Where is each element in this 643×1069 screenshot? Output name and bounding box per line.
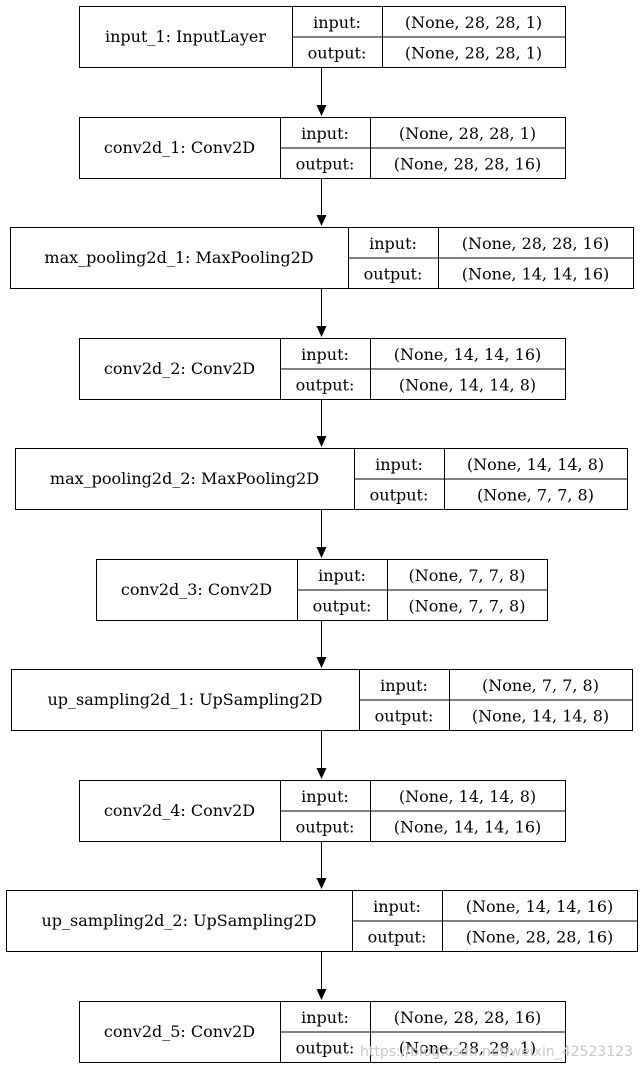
output-label: output: xyxy=(368,927,427,946)
input-label: input: xyxy=(380,676,428,695)
output-label: output: xyxy=(313,596,372,615)
layer-name: conv2d_4: Conv2D xyxy=(104,801,255,820)
flow-arrow xyxy=(316,400,327,447)
layer-name: conv2d_1: Conv2D xyxy=(104,138,255,157)
layer-name: up_sampling2d_1: UpSampling2D xyxy=(48,690,323,709)
input-label: input: xyxy=(301,1008,349,1027)
input-label: input: xyxy=(369,234,417,253)
output-shape: (None, 14, 14, 8) xyxy=(399,375,536,394)
layer-node: conv2d_2: Conv2D input: output: (None, 14, … xyxy=(79,338,566,400)
flow-arrow xyxy=(316,68,327,116)
output-shape: (None, 28, 28, 16) xyxy=(466,927,613,946)
layer-name: conv2d_5: Conv2D xyxy=(104,1022,255,1041)
output-label: output: xyxy=(364,264,423,283)
output-shape: (None, 7, 7, 8) xyxy=(409,596,526,615)
layer-name: conv2d_2: Conv2D xyxy=(104,359,255,378)
input-shape: (None, 14, 14, 16) xyxy=(466,897,613,916)
output-shape: (None, 14, 14, 16) xyxy=(394,817,541,836)
input-shape: (None, 7, 7, 8) xyxy=(482,676,599,695)
input-label: input: xyxy=(313,13,361,32)
flow-arrow xyxy=(316,842,327,889)
layer-name: conv2d_3: Conv2D xyxy=(121,580,272,599)
layer-name: input_1: InputLayer xyxy=(105,27,266,46)
layer-name: max_pooling2d_1: MaxPooling2D xyxy=(44,248,313,267)
input-shape: (None, 14, 14, 8) xyxy=(399,787,536,806)
output-label: output: xyxy=(375,706,434,725)
input-shape: (None, 28, 28, 1) xyxy=(399,124,536,143)
input-label: input: xyxy=(301,787,349,806)
flow-arrow xyxy=(316,289,327,337)
input-shape: (None, 7, 7, 8) xyxy=(409,566,526,585)
output-shape: (None, 28, 28, 16) xyxy=(394,154,541,173)
output-label: output: xyxy=(296,154,355,173)
output-label: output: xyxy=(296,817,355,836)
input-label: input: xyxy=(373,897,421,916)
flow-arrow xyxy=(316,621,327,668)
output-label: output: xyxy=(370,485,429,504)
layer-node: input_1: InputLayer input: output: (None, 2… xyxy=(79,6,566,68)
input-label: input: xyxy=(301,345,349,364)
output-shape: (None, 14, 14, 8) xyxy=(472,706,609,725)
layer-node: up_sampling2d_2: UpSampling2D input: outpu… xyxy=(6,890,638,952)
output-label: output: xyxy=(308,43,367,62)
flow-arrow xyxy=(316,510,327,558)
output-shape: (None, 14, 14, 16) xyxy=(462,264,609,283)
input-shape: (None, 28, 28, 1) xyxy=(405,13,542,32)
flow-arrow xyxy=(316,179,327,226)
input-label: input: xyxy=(301,124,349,143)
input-shape: (None, 28, 28, 16) xyxy=(394,1008,541,1027)
layer-node: conv2d_3: Conv2D input: output: (None, 7, 7… xyxy=(96,559,548,621)
layer-node: max_pooling2d_2: MaxPooling2D input: outpu… xyxy=(15,448,628,510)
input-shape: (None, 28, 28, 16) xyxy=(462,234,609,253)
input-shape: (None, 14, 14, 16) xyxy=(394,345,541,364)
flow-arrow xyxy=(316,952,327,1000)
output-shape: (None, 7, 7, 8) xyxy=(477,485,594,504)
output-shape: (None, 28, 28, 1) xyxy=(405,43,542,62)
layer-name: up_sampling2d_2: UpSampling2D xyxy=(42,911,317,930)
output-label: output: xyxy=(296,375,355,394)
layer-node: conv2d_1: Conv2D input: output: (None, 28, … xyxy=(79,117,566,179)
flow-arrow xyxy=(316,731,327,779)
layer-node: max_pooling2d_1: MaxPooling2D input: outpu… xyxy=(10,227,634,289)
layer-node: conv2d_4: Conv2D input: output: (None, 14, … xyxy=(79,780,566,842)
watermark-text: https://blog.csdn.net/weixin_42523123 xyxy=(360,1044,633,1060)
layer-name: max_pooling2d_2: MaxPooling2D xyxy=(50,469,319,488)
output-label: output: xyxy=(296,1038,355,1057)
layer-node: up_sampling2d_1: UpSampling2D input: outpu… xyxy=(11,669,633,731)
layer-node: conv2d_5: Conv2D input: output: (None, 28, … xyxy=(79,1001,566,1063)
input-shape: (None, 14, 14, 8) xyxy=(467,455,604,474)
output-shape: (None, 28, 28, 1) xyxy=(399,1038,536,1057)
input-label: input: xyxy=(318,566,366,585)
input-label: input: xyxy=(375,455,423,474)
